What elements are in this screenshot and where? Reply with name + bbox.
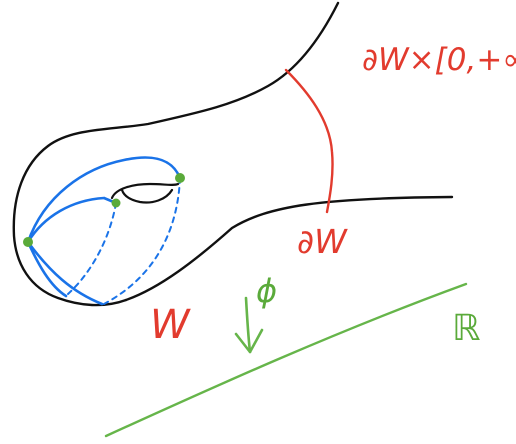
blue-curve-lower-a (26, 240, 68, 298)
manifold-label: W (150, 302, 191, 348)
map-arrow-shaft (244, 296, 252, 354)
handle-top (110, 182, 180, 200)
critical-point-index2 (175, 173, 185, 183)
collar-label: ∂W×[0,+∞) (362, 42, 516, 78)
blue-dashed-curve-inner (67, 202, 117, 295)
manifold-outline-lower (124, 195, 454, 302)
boundary-label: ∂W (297, 222, 348, 261)
map-label: ϕ (256, 272, 277, 310)
handle-bottom (120, 188, 174, 204)
target-label: ℝ (452, 308, 481, 349)
critical-point-index0 (23, 237, 33, 247)
blue-curve-inner (26, 196, 118, 244)
blue-curve-outer (26, 156, 182, 244)
real-line (104, 282, 468, 438)
map-arrow-head (234, 328, 264, 354)
manifold-outline-upper (12, 1, 340, 307)
boundary-curve (284, 68, 334, 214)
critical-point-index1 (111, 198, 121, 208)
blue-dashed-curve-outer (103, 177, 181, 305)
blue-curve-lower-b (26, 240, 104, 306)
